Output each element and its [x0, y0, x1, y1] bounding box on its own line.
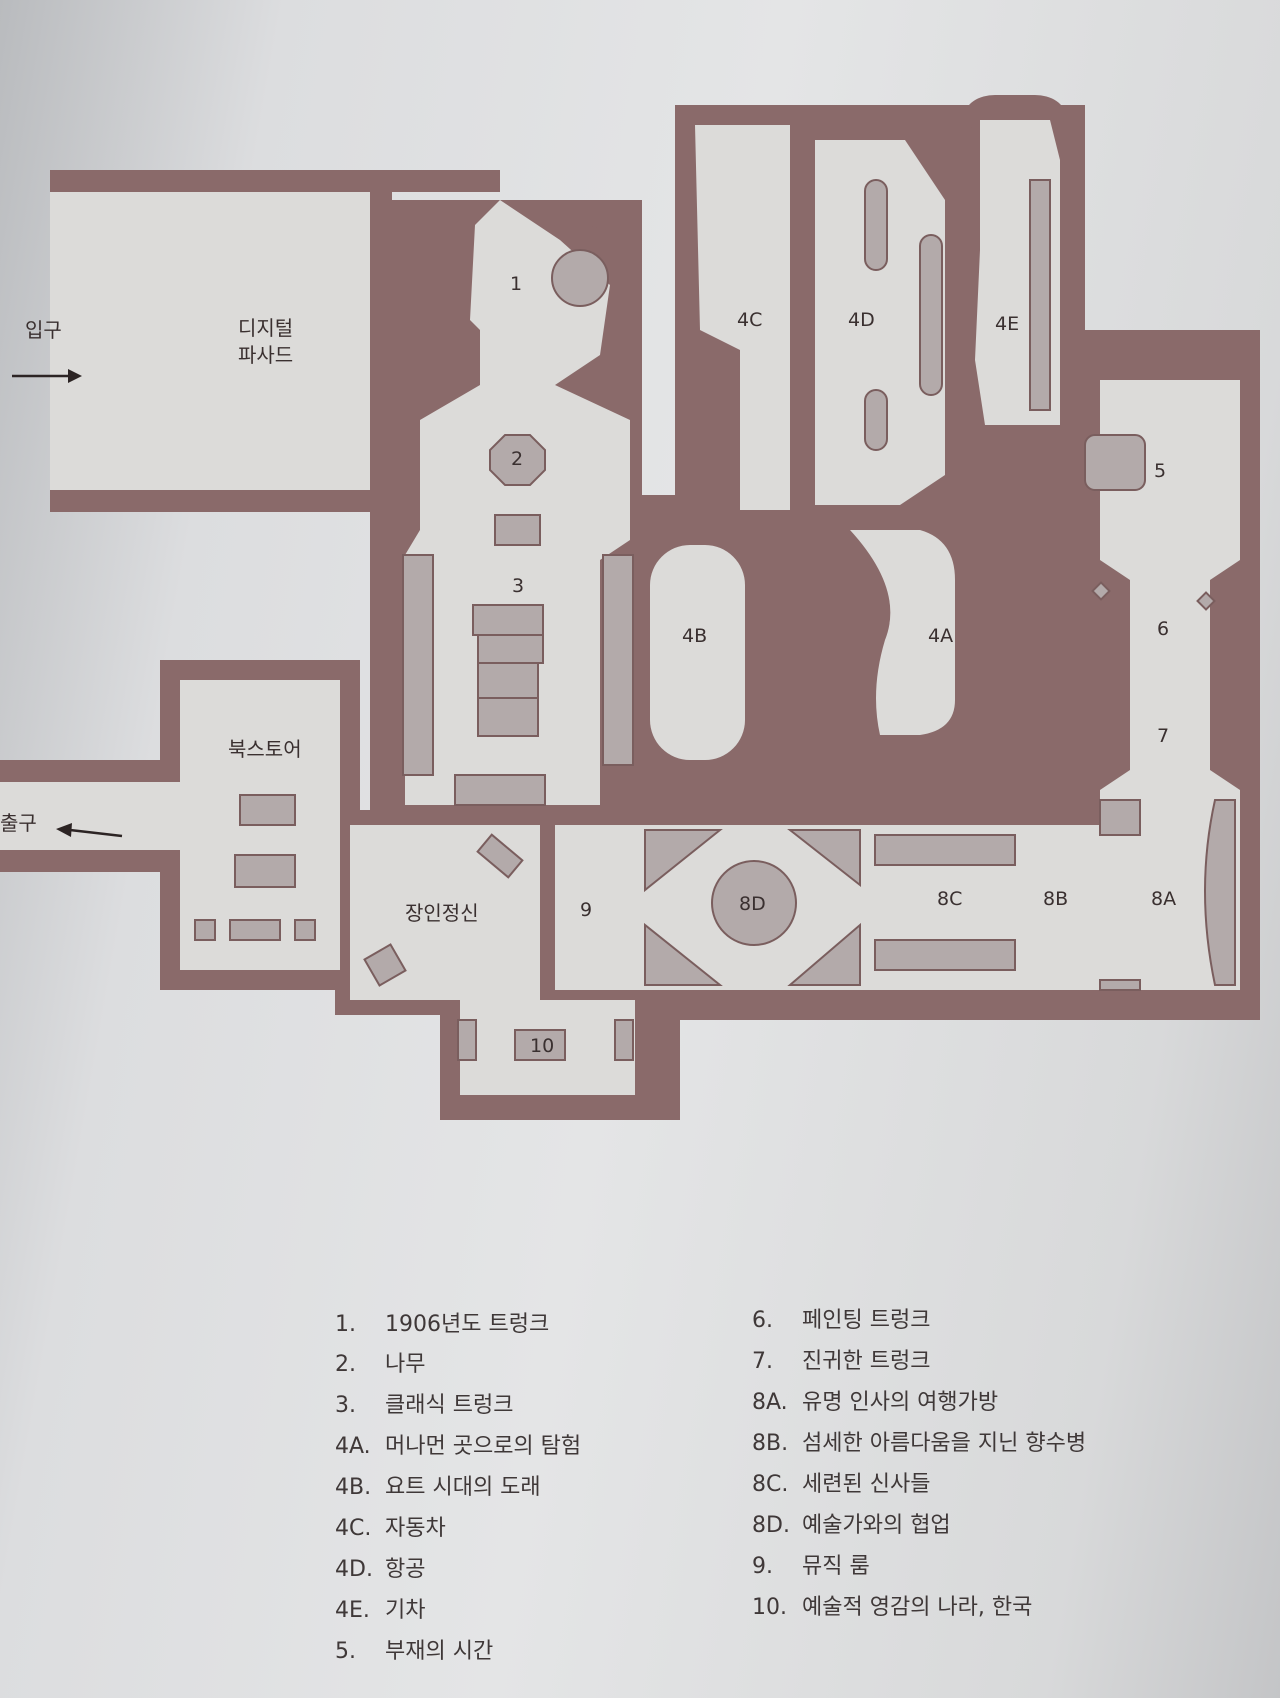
legend-item: 6.페인팅 트렁크	[752, 1308, 931, 1333]
room-3-right-cases	[602, 554, 634, 766]
legend-item: 7.진귀한 트렁크	[752, 1349, 931, 1374]
digital-facade-label-line1: 디지털	[238, 316, 293, 340]
legend-item: 8B.섬세한 아름다움을 지닌 향수병	[752, 1431, 1087, 1456]
room-8b-label: 8B	[1043, 888, 1068, 910]
room-3-stack-2	[477, 634, 544, 664]
room-5-label: 5	[1154, 460, 1166, 482]
legend-item: 8C.세련된 신사들	[752, 1472, 931, 1497]
room-2-label: 2	[511, 448, 523, 470]
room-5-showcase	[1084, 434, 1146, 491]
exit-corridor-floor	[0, 782, 185, 850]
room-8d-centre	[711, 860, 797, 946]
bookstore-shelf-1	[194, 919, 216, 941]
legend-item: 8A.유명 인사의 여행가방	[752, 1390, 999, 1415]
gallery-4c-floor	[695, 125, 790, 510]
craft-label: 장인정신	[405, 901, 479, 925]
gallery-4d-floor	[815, 140, 945, 505]
bookstore-shelf-3	[294, 919, 316, 941]
bookstore-label: 북스토어	[228, 737, 302, 761]
labels: 입구 출구 디지털 파사드 북스토어 장인정신 1 2 3 4A 4B 4C 4…	[0, 273, 1176, 1057]
exit-arrow-icon	[56, 823, 123, 838]
room-10-side-case-right	[614, 1019, 634, 1061]
room-8d-label: 8D	[739, 893, 766, 915]
room-4d-case-2	[864, 389, 888, 451]
legend-item: 4E.기차	[335, 1598, 426, 1623]
arrows	[12, 369, 123, 838]
room-9-label: 9	[580, 899, 592, 921]
room-3-label: 3	[512, 575, 524, 597]
craft-floor	[350, 825, 635, 1095]
digital-facade-floor	[50, 192, 370, 490]
room-8d-case-sw	[644, 922, 723, 986]
legend-item: 5.부재의 시간	[335, 1639, 494, 1664]
bookstore-table-1	[239, 794, 296, 826]
room-4e-label: 4E	[995, 313, 1019, 335]
craft-bench-1	[363, 943, 407, 987]
room-8a-corner-case	[1099, 799, 1141, 836]
legend-item: 2.나무	[335, 1352, 426, 1377]
room-8c-label: 8C	[937, 888, 962, 910]
legend-item: 4C.자동차	[335, 1516, 446, 1541]
bookstore-table-2	[234, 854, 296, 888]
gallery-4b-floor	[650, 545, 745, 760]
entrance-arrow-icon	[12, 369, 82, 383]
facade-right-wall	[370, 170, 392, 810]
legend-item: 3.클래식 트렁크	[335, 1393, 514, 1418]
gallery-1-3-floor	[405, 200, 630, 805]
room-1-label: 1	[510, 273, 522, 295]
room-8c-case-top	[874, 834, 1016, 866]
room-3-left-cases	[402, 554, 434, 776]
room-10-label: 10	[530, 1035, 554, 1057]
room-8d-case-se	[787, 922, 861, 986]
legend-item: 10.예술적 영감의 나라, 한국	[752, 1595, 1033, 1620]
gallery-4a-floor	[850, 530, 955, 735]
facade-bottom-wall	[50, 490, 400, 512]
room-4d-label: 4D	[848, 309, 875, 331]
entrance-label: 입구	[25, 318, 62, 342]
room-4d-case-1	[864, 179, 888, 271]
exit-label: 출구	[0, 811, 37, 835]
legend-item: 4B.요트 시대의 도래	[335, 1475, 541, 1500]
room-8a-low-case	[1099, 979, 1141, 991]
legend-item: 8D.예술가와의 협업	[752, 1513, 951, 1538]
room-8a-label: 8A	[1151, 888, 1176, 910]
room-10-side-case-left	[457, 1019, 477, 1061]
room-3-stack-1	[472, 604, 544, 636]
room-3-stack-3	[477, 662, 539, 699]
exhibits	[194, 179, 1236, 1061]
legend-item: 9.뮤직 룸	[752, 1554, 870, 1579]
room-8c-case-bottom	[874, 939, 1016, 971]
room-1-showcase	[551, 249, 609, 307]
room-8a-curve-case	[1204, 799, 1236, 986]
room-4e-track	[1029, 179, 1051, 411]
east-wing-floor	[1100, 380, 1240, 990]
facade-top-wall	[50, 170, 500, 192]
legend-item: 4D.항공	[335, 1557, 426, 1582]
craft-bench-2	[476, 833, 524, 879]
exit-top-wall	[0, 760, 180, 782]
room-6-label: 6	[1157, 618, 1169, 640]
room-6-marker-left	[1091, 581, 1111, 601]
legend-item: 1.1906년도 트렁크	[335, 1312, 550, 1337]
exit-bottom-wall	[0, 850, 180, 872]
room-10-showcase	[514, 1029, 566, 1061]
room-3-stack-4	[477, 697, 539, 737]
room-5-roof-wall	[1100, 330, 1240, 380]
room-3-bottom-cases	[454, 774, 546, 806]
room-4a-label: 4A	[928, 625, 953, 647]
room-4d-case-3	[919, 234, 943, 396]
room-8d-case-nw	[644, 829, 723, 893]
room-8d-case-ne	[787, 829, 861, 888]
room-2-tree	[489, 434, 546, 486]
legend-item: 4A.머나먼 곳으로의 탐험	[335, 1434, 582, 1459]
room-7-label: 7	[1157, 725, 1169, 747]
room-4c-label: 4C	[737, 309, 762, 331]
room-3-portal	[494, 514, 541, 546]
digital-facade-label-line2: 파사드	[238, 343, 293, 367]
room-4b-label: 4B	[682, 625, 707, 647]
room-6-marker-right	[1196, 591, 1216, 611]
bookstore-shelf-2	[229, 919, 281, 941]
